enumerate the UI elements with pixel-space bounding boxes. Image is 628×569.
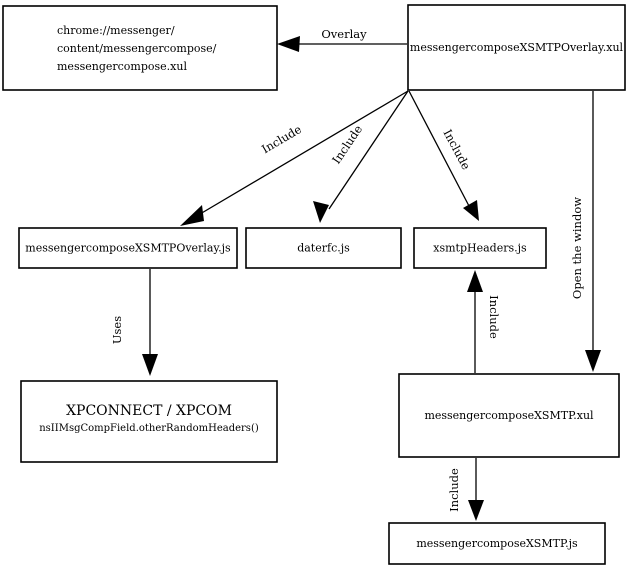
node-label-xsmtp-xul: messengercomposeXSMTP.xul [424, 409, 594, 422]
node-label-chrome-url-line-3: messengercompose.xul [57, 60, 187, 73]
node-label-overlay-js: messengercomposeXSMTPOverlay.js [25, 242, 231, 255]
edge-label-include-xsmtp-js: Include [447, 468, 461, 512]
node-box-xsmtp-js[interactable] [388, 522, 606, 565]
edge-overlay: Overlay [277, 27, 407, 52]
edge-label-include-xsmtp-headers: Include [440, 127, 473, 172]
edge-open-the-window: Open the window [570, 91, 601, 372]
node-box-xsmtp-xul[interactable] [398, 373, 620, 458]
node-box-daterfc-js[interactable] [245, 227, 402, 269]
node-label-xpconnect-secondary: nsIIMsgCompField.otherRandomHeaders() [39, 423, 259, 434]
node-label-xsmtp-js: messengercomposeXSMTP.js [416, 537, 578, 550]
node-xsmtp-xul[interactable]: messengercomposeXSMTP.xul [398, 373, 620, 458]
arrow-head-include-daterfc [313, 201, 329, 223]
edge-include-overlay-js: Include [180, 90, 409, 226]
arrow-head-open-the-window [585, 350, 601, 372]
node-box-overlay-js[interactable] [18, 227, 238, 269]
edge-label-include-headers-from-xul: Include [487, 295, 501, 339]
edge-include-xsmtp-headers: Include [408, 90, 479, 221]
edge-include-headers-from-xul: Include [467, 270, 501, 373]
edge-line-include-xsmtp-headers [408, 90, 470, 207]
edge-label-include-overlay-js: Include [259, 122, 304, 156]
edge-label-overlay: Overlay [321, 27, 367, 41]
edge-uses: Uses [110, 269, 158, 376]
node-chrome-url[interactable]: chrome://messenger/ content/messengercom… [2, 5, 278, 91]
edge-line-include-overlay-js [194, 90, 409, 218]
node-label-chrome-url-line-1: chrome://messenger/ [57, 24, 175, 37]
arrow-head-include-xsmtp-js [468, 500, 484, 521]
node-xpconnect[interactable]: XPCONNECT / XPCOM nsIIMsgCompField.other… [20, 380, 278, 463]
node-daterfc-js[interactable]: daterfc.js [245, 227, 402, 269]
edge-label-open-the-window: Open the window [570, 197, 584, 299]
edge-label-include-daterfc: Include [329, 122, 365, 166]
edge-label-uses: Uses [110, 316, 124, 344]
node-box-overlay-xul[interactable] [407, 4, 626, 91]
node-box-xsmtp-headers-js[interactable] [413, 227, 547, 269]
node-xsmtp-headers-js[interactable]: xsmtpHeaders.js [413, 227, 547, 269]
arrow-head-include-headers-from-xul [467, 270, 483, 292]
edge-include-daterfc: Include [313, 90, 409, 223]
node-xsmtp-js[interactable]: messengercomposeXSMTP.js [388, 522, 606, 565]
node-label-daterfc-js: daterfc.js [297, 242, 350, 255]
arrow-head-include-overlay-js [180, 205, 204, 226]
node-label-chrome-url-line-2: content/messengercompose/ [57, 42, 217, 55]
node-box-xpconnect[interactable] [20, 380, 278, 463]
node-overlay-xul[interactable]: messengercomposeXSMTPOverlay.xul [407, 4, 626, 91]
node-box-chrome-url[interactable] [2, 5, 278, 91]
edge-line-include-daterfc [328, 90, 409, 210]
arrow-head-overlay [277, 36, 300, 52]
edge-include-xsmtp-js: Include [447, 458, 484, 521]
node-overlay-js[interactable]: messengercomposeXSMTPOverlay.js [18, 227, 238, 269]
arrow-head-uses [142, 354, 158, 376]
node-label-xsmtp-headers-js: xsmtpHeaders.js [433, 242, 527, 255]
node-label-xpconnect-primary: XPCONNECT / XPCOM [66, 403, 232, 419]
arrow-head-include-xsmtp-headers [463, 200, 479, 221]
node-label-overlay-xul: messengercomposeXSMTPOverlay.xul [410, 41, 624, 54]
